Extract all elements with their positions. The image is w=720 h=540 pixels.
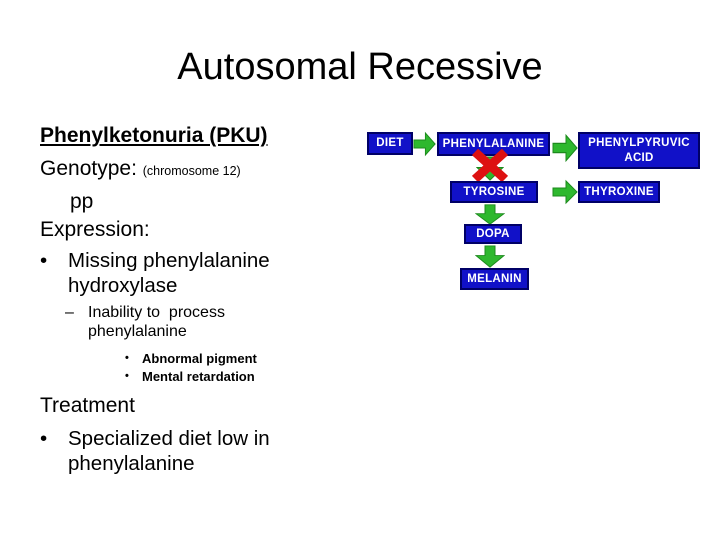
left-text-column: Phenylketonuria (PKU) Genotype: (chromos… [40, 124, 365, 480]
bullet-icon: • [40, 249, 48, 273]
arrow-right-icon [552, 133, 578, 163]
treatment-heading: Treatment [40, 394, 135, 418]
dopa-box: DOPA [464, 224, 522, 244]
phenylpyruvic-acid-box: PHENYLPYRUVIC ACID [578, 132, 700, 169]
melanin-box: MELANIN [460, 268, 529, 290]
bullet-icon: • [125, 352, 129, 365]
thyroxine-box: THYROXINE [578, 181, 660, 203]
phenylalanine-box: PHENYLALANINE [437, 132, 550, 156]
dash-bullet-icon: – [65, 304, 74, 322]
arrow-right-icon [552, 179, 578, 205]
blocked-x-icon [470, 148, 510, 183]
arrow-down-icon [475, 245, 505, 268]
pku-heading: Phenylketonuria (PKU) [40, 124, 268, 147]
bullet-icon: • [40, 427, 48, 451]
expression-label: Expression: [40, 218, 150, 242]
sub-sub-bullet-mental-retardation: • Mental retardation [125, 368, 255, 384]
genotype-label: Genotype: [40, 157, 137, 181]
genotype-value: pp [70, 190, 94, 214]
tyrosine-box: TYROSINE [450, 181, 538, 203]
arrow-right-icon [413, 131, 436, 157]
bullet-icon: • [125, 369, 129, 382]
genotype-line: Genotype: (chromosome 12) [40, 157, 365, 180]
arrow-down-icon [475, 204, 505, 225]
sub-sub-bullet-abnormal-pigment: • Abnormal pigment [125, 351, 257, 367]
diet-box: DIET [367, 132, 413, 155]
genotype-note: (chromosome 12) [142, 164, 241, 179]
slide-title: Autosomal Recessive [177, 46, 543, 88]
